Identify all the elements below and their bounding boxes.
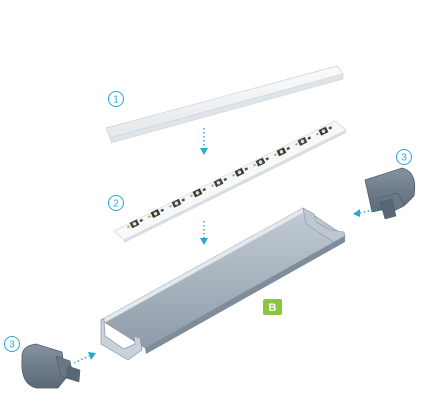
led-strip [113,120,347,243]
led-chip [210,177,228,188]
callout-3-left: 3 [4,336,20,352]
callout-2-label: 2 [113,199,119,210]
led-chip [294,136,312,146]
led-chip [231,167,249,177]
dotted-arrow-icon [353,209,360,217]
led-chip [189,187,207,198]
profile-badge: B [263,299,282,315]
callout-3-right: 3 [396,149,412,165]
dotted-arrow-icon [88,352,96,360]
callout-3-left-label: 3 [9,340,15,351]
callout-3-right-label: 3 [401,153,407,164]
led-chip [168,198,186,208]
end-cap-left [21,343,81,389]
led-chip [315,126,333,136]
profile-badge-label: B [269,302,277,314]
end-cap-right [364,167,416,220]
diffuser-cover [105,65,344,144]
dotted-arrow-icon [200,238,208,245]
dotted-arrow-icon [200,148,208,155]
arrow-right-cap [353,208,378,217]
led-chips [126,126,333,229]
led-chip [126,218,144,229]
led-chip [252,157,270,167]
callout-1-label: 1 [113,95,119,106]
callout-1: 1 [108,91,124,107]
callout-2: 2 [108,195,124,211]
aluminium-profile [100,207,346,361]
arrow-strip-to-profile [200,221,208,245]
led-chip [273,146,291,157]
led-chip [147,208,165,219]
arrow-diffuser-to-strip [200,128,208,155]
arrow-left-cap [73,352,96,364]
